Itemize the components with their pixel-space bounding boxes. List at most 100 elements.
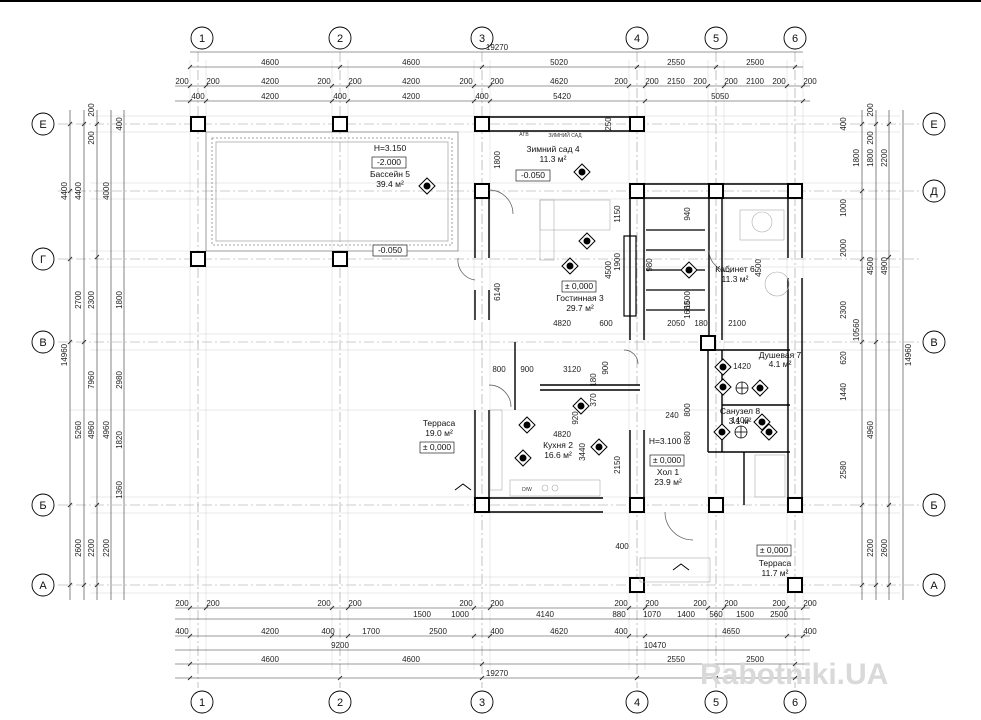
dim-bot-a: 200: [724, 599, 738, 608]
room-pool-area: 39.4 м²: [376, 179, 404, 189]
dim-top-r3: 4200: [402, 92, 420, 101]
dim-inner: 1150: [613, 205, 622, 223]
axis-col-1-bottom: 1: [199, 697, 205, 709]
dim-inner: 600: [599, 319, 613, 328]
dim-bot-e: 4600: [402, 655, 420, 664]
dim-top-r2: 200: [645, 77, 659, 86]
dim-right: 2000: [839, 239, 848, 257]
dim-top-r3: 400: [333, 92, 347, 101]
dim-bot-c: 400: [175, 627, 189, 636]
dim-left: 5260: [74, 421, 83, 439]
dim-top-r2: 200: [317, 77, 331, 86]
dim-bot-d: 9200: [331, 641, 349, 650]
dim-right: 200: [866, 103, 875, 117]
terrace-south-level: ± 0,000: [760, 545, 789, 555]
dim-right: 2300: [839, 301, 848, 319]
dim-top-r3: 400: [475, 92, 489, 101]
dim-right: 1440: [839, 383, 848, 401]
room-terrace-south-area: 11.7 м²: [762, 568, 789, 578]
axis-row-B-right: Б: [930, 500, 937, 512]
dim-bot-a: 200: [645, 599, 659, 608]
axis-row-A-right: А: [930, 580, 938, 592]
dim-top-r2: 4200: [402, 77, 420, 86]
room-wc-area: 3.1 м²: [729, 416, 752, 426]
dim-bot-b: 2500: [770, 610, 788, 619]
dim-inner: 1420: [733, 362, 751, 371]
dim-inner: 3120: [563, 365, 581, 374]
room-garden-name: Зимний сад 4: [526, 144, 580, 154]
dim-top-r2: 200: [724, 77, 738, 86]
dim-inner: 6140: [493, 283, 502, 301]
dim-right: 10560: [852, 318, 861, 341]
dim-bot-b: 880: [612, 610, 626, 619]
dim-inner: 980: [645, 258, 654, 272]
dim-bot-c: 400: [321, 627, 335, 636]
dim-top-r3: 5420: [553, 92, 571, 101]
dim-right: 2200: [866, 539, 875, 557]
dishwasher-label: D/W: [522, 487, 532, 493]
dim-top-r2: 200: [772, 77, 786, 86]
dim-bot-a: 200: [772, 599, 786, 608]
dim-bot-d: 10470: [644, 641, 667, 650]
dim-inner: 2150: [613, 456, 622, 474]
dim-right: 2200: [880, 149, 889, 167]
dim-left: 4000: [102, 182, 111, 200]
dim-left: 2300: [87, 291, 96, 309]
room-terrace-west-name: Терраса: [423, 418, 456, 428]
room-shower-area: 4.1 м²: [769, 359, 792, 369]
dim-left: 1800: [115, 291, 124, 309]
dim-inner: 800: [492, 365, 506, 374]
dim-right: 2580: [839, 461, 848, 479]
columns: [190, 116, 803, 593]
axis-row-E-left: Е: [39, 119, 46, 131]
dim-left: 200: [87, 131, 96, 145]
dim-bot-a: 200: [614, 599, 628, 608]
pool-height: H=3.150: [374, 143, 407, 153]
dim-left: 2600: [74, 539, 83, 557]
dim-inner: 800: [683, 403, 692, 417]
room-cabinet-area: 11.3 м²: [722, 274, 749, 284]
dim-bot-e: 2550: [667, 655, 685, 664]
dim-inner: 940: [683, 207, 692, 221]
dim-bot-a: 200: [206, 599, 220, 608]
axis-bubbles: [31, 26, 946, 714]
dim-bot-b: 4140: [536, 610, 554, 619]
dim-left: 4400: [60, 182, 69, 200]
dim-inner: 4820: [553, 430, 571, 439]
dim-top-r2: 4620: [550, 77, 568, 86]
room-garden-area: 11.3 м²: [540, 154, 567, 164]
room-terrace-south-name: Терраса: [759, 558, 792, 568]
hall-height: H=3.100: [649, 436, 682, 446]
dim-inner: 4500: [754, 259, 763, 277]
dim-right: 1000: [839, 199, 848, 217]
dim-left: 7960: [87, 371, 96, 389]
axis-col-1-top: 1: [199, 33, 205, 45]
dim-right: 4500: [866, 257, 875, 275]
dim-inner: 2100: [728, 319, 746, 328]
dim-bot-e: 4600: [261, 655, 279, 664]
axis-row-G-left: Г: [40, 254, 46, 266]
room-terrace-west-area: 19.0 м²: [425, 428, 453, 438]
dim-bot-b: 1000: [451, 610, 469, 619]
dim-inner: 1500: [683, 291, 692, 309]
room-shower-name: Душевая 7: [759, 350, 802, 360]
axis-row-E-right: Е: [930, 119, 937, 131]
dim-right: 14960: [904, 343, 913, 366]
dim-top-r1: 4600: [261, 58, 279, 67]
dim-left: 4400: [74, 182, 83, 200]
dim-top-r2: 4200: [261, 77, 279, 86]
axis-col-4-top: 4: [634, 33, 640, 45]
dim-inner: 4820: [553, 319, 571, 328]
dim-bot-c: 1700: [362, 627, 380, 636]
axis-row-A-left: А: [39, 580, 47, 592]
dim-inner: 180: [589, 373, 598, 387]
dim-bot-c: 4200: [261, 627, 279, 636]
dim-top-r2: 200: [803, 77, 817, 86]
dim-top-total: 19270: [486, 43, 509, 52]
dim-bot-a: 200: [490, 599, 504, 608]
axis-col-3-bottom: 3: [479, 697, 485, 709]
dim-inner: 2050: [667, 319, 685, 328]
dim-top-r2: 200: [614, 77, 628, 86]
dim-inner: 250: [604, 117, 613, 131]
